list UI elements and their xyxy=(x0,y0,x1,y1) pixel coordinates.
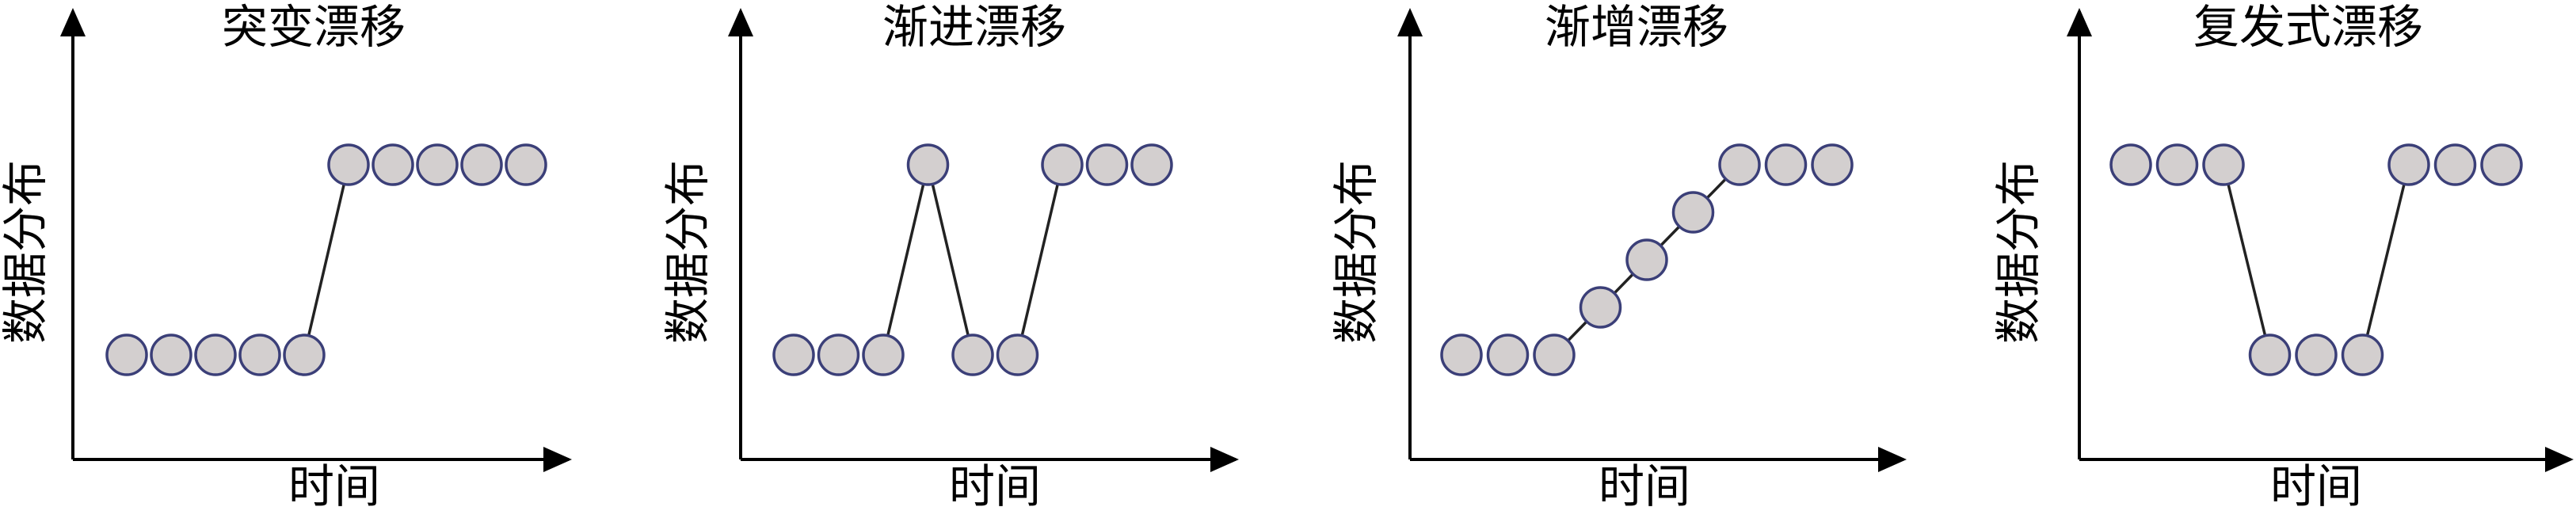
x-axis-label: 时间 xyxy=(288,459,380,513)
transition-line xyxy=(303,164,350,356)
panel-title: 复发式漂移 xyxy=(2193,0,2423,54)
data-point-node xyxy=(2202,143,2245,186)
data-point-node xyxy=(1440,334,1483,376)
data-point-node xyxy=(2480,143,2523,186)
transition-line xyxy=(2222,164,2272,356)
panel-title: 渐进漂移 xyxy=(882,0,1066,54)
panel-gradual-drift: 渐进漂移 数据分布 时间 xyxy=(661,0,1239,513)
data-point-node xyxy=(1130,143,1173,186)
data-point-node xyxy=(2341,334,2384,376)
data-point-node xyxy=(817,334,860,376)
data-point-node xyxy=(2295,334,2338,376)
data-point-node xyxy=(1718,143,1761,186)
data-point-node xyxy=(194,334,237,376)
data-point-node xyxy=(862,334,905,376)
data-point-node xyxy=(505,143,547,186)
drift-plot xyxy=(105,143,547,376)
transition-line xyxy=(882,164,930,356)
panel-incremental-drift: 渐增漂移 数据分布 时间 xyxy=(1329,0,1907,513)
transition-line xyxy=(1016,164,1064,356)
data-point-node xyxy=(327,143,370,186)
panel-title: 渐增漂移 xyxy=(1545,0,1728,54)
data-point-node xyxy=(2433,143,2477,186)
y-axis-label: 数据分布 xyxy=(1991,160,2045,344)
data-point-node xyxy=(1085,143,1129,186)
panel-title: 突变漂移 xyxy=(222,0,406,54)
data-point-node xyxy=(150,334,192,376)
data-point-node xyxy=(105,334,148,376)
y-axis-label: 数据分布 xyxy=(661,160,714,344)
data-point-node xyxy=(283,334,326,376)
data-point-node xyxy=(1625,238,1668,281)
data-point-node xyxy=(1811,143,1854,186)
data-point-node xyxy=(416,143,459,186)
drift-plot xyxy=(772,143,1173,376)
drift-plot xyxy=(2109,143,2523,376)
data-point-node xyxy=(906,143,950,186)
drift-plot xyxy=(1440,143,1854,376)
x-axis-label: 时间 xyxy=(2270,459,2362,513)
panel-recurring-drift: 复发式漂移 数据分布 时间 xyxy=(1991,0,2574,513)
data-point-node xyxy=(1579,286,1622,329)
data-point-node xyxy=(372,143,414,186)
y-axis-label: 数据分布 xyxy=(1329,160,1383,344)
data-point-node xyxy=(2155,143,2199,186)
data-point-node xyxy=(1671,191,1715,234)
x-axis-label: 时间 xyxy=(1599,459,1690,513)
transition-line xyxy=(926,164,974,356)
data-point-node xyxy=(772,334,815,376)
data-point-node xyxy=(2109,143,2152,186)
y-axis-label: 数据分布 xyxy=(0,160,52,344)
transition-line xyxy=(2361,164,2410,356)
data-point-node xyxy=(2387,143,2430,186)
data-point-node xyxy=(2248,334,2292,376)
data-point-node xyxy=(996,334,1039,376)
data-point-node xyxy=(951,334,994,376)
data-point-node xyxy=(460,143,503,186)
data-point-node xyxy=(1041,143,1084,186)
data-point-node xyxy=(1764,143,1808,186)
data-point-node xyxy=(1533,334,1576,376)
data-point-node xyxy=(1486,334,1530,376)
panel-abrupt-drift: 突变漂移 数据分布 时间 xyxy=(0,0,572,513)
data-point-node xyxy=(238,334,281,376)
x-axis-label: 时间 xyxy=(949,459,1041,513)
